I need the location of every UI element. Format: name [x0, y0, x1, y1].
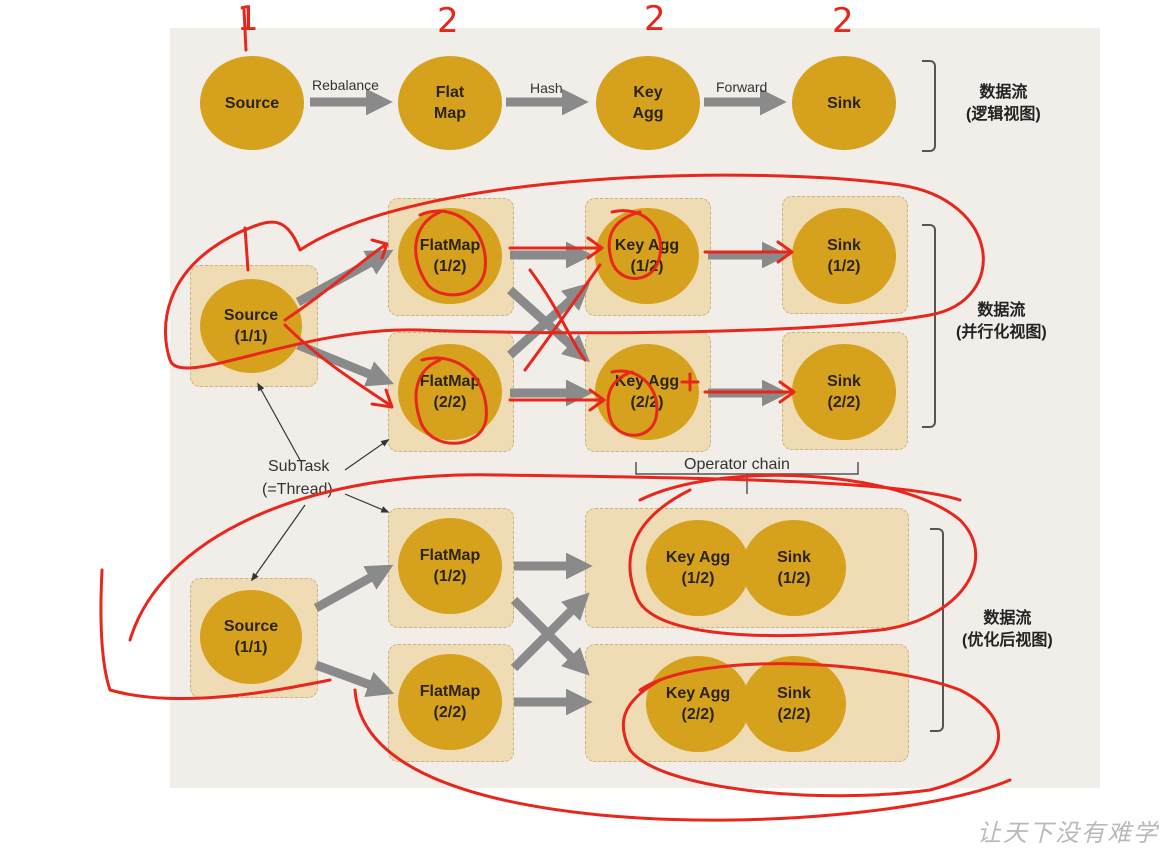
node-par-sink-2: Sink (2/2)	[792, 344, 896, 440]
node-keyagg: Key Agg	[596, 56, 700, 150]
ink-circle-fm2	[414, 356, 488, 445]
node-opt-sink-1: Sink (1/2)	[742, 520, 846, 616]
node-label: (2/2)	[777, 706, 811, 723]
watermark: 让天下没有难学	[977, 819, 1159, 847]
side-label-parallel: 数据流 (并行化视图)	[956, 300, 1047, 344]
edge-label-hash: Hash	[530, 80, 563, 96]
ink-arrow-ka2-sink2	[703, 380, 796, 404]
node-label: FlatMap	[419, 373, 481, 390]
node-label: (1/2)	[681, 570, 715, 587]
ink-loop-bottom	[353, 688, 1012, 822]
node-label: Map	[434, 105, 466, 122]
node-label: FlatMap	[419, 683, 481, 700]
node-label: FlatMap	[419, 237, 481, 254]
parallelism-source: 1	[237, 0, 259, 39]
node-label: (1/1)	[234, 639, 268, 656]
arrow-opt-src-fm2	[314, 660, 395, 698]
node-label: Sink	[827, 94, 861, 112]
pointer-to-opt-flatmap	[344, 493, 390, 513]
node-opt-flatmap-2: FlatMap (2/2)	[398, 654, 502, 750]
node-opt-keyagg-2: Key Agg (2/2)	[646, 656, 750, 752]
node-opt-sink-2: Sink (2/2)	[742, 656, 846, 752]
ink-arrow-src-fm2	[283, 323, 394, 409]
subtask-label: SubTask	[268, 458, 330, 475]
ink-circle-ka1	[607, 209, 663, 280]
node-label: (2/2)	[681, 706, 715, 723]
parallelism-flatmap: 2	[437, 1, 459, 41]
brace-optimized	[930, 528, 944, 732]
parallelism-sink: 2	[832, 1, 854, 41]
ink-circle-ka2	[606, 369, 659, 437]
node-label: (1/2)	[777, 570, 811, 587]
side-title: 数据流	[977, 302, 1026, 319]
node-label: Sink	[827, 373, 861, 390]
node-par-keyagg-1: Key Agg (1/2)	[595, 208, 699, 304]
node-label: Key Agg	[665, 685, 731, 702]
brace-logical	[922, 60, 936, 152]
side-label-logical: 数据流 (逻辑视图)	[966, 82, 1041, 126]
side-subtitle: (并行化视图)	[956, 324, 1047, 341]
node-source: Source	[200, 56, 304, 150]
ink-cross-fm2-ka1	[523, 263, 602, 372]
node-label: Key Agg	[665, 549, 731, 566]
ink-arrow-src-fm1	[283, 238, 389, 322]
node-label: Sink	[777, 549, 811, 566]
node-label: Key	[633, 84, 663, 101]
node-label: FlatMap	[419, 547, 481, 564]
side-subtitle: (逻辑视图)	[966, 106, 1041, 123]
side-label-optimized: 数据流 (优化后视图)	[962, 608, 1053, 652]
side-title: 数据流	[983, 610, 1032, 627]
ink-loop-parallel-top	[164, 173, 985, 370]
node-label: Sink	[827, 237, 861, 254]
node-opt-source: Source (1/1)	[200, 590, 302, 684]
arrow-fm2-ka1	[506, 282, 591, 359]
arrow-opt-fm2-chain1	[510, 592, 590, 672]
ink-arrow-fm1-ka1	[508, 236, 604, 260]
node-flatmap: Flat Map	[398, 56, 502, 150]
node-label: Source	[223, 307, 279, 324]
node-label: Agg	[632, 105, 664, 122]
ink-circle-fm1	[414, 209, 487, 297]
ink-arrow-ka1-sink1	[703, 240, 794, 264]
node-label: (2/2)	[433, 394, 467, 411]
node-label: Source	[223, 618, 279, 635]
node-label: Key Agg	[614, 237, 680, 254]
node-opt-flatmap-1: FlatMap (1/2)	[398, 518, 502, 614]
ink-loop-optimized-top	[128, 473, 962, 642]
node-label: (2/2)	[433, 704, 467, 721]
edge-label-forward: Forward	[716, 79, 768, 95]
node-label: (1/2)	[433, 568, 467, 585]
node-opt-keyagg-1: Key Agg (1/2)	[646, 520, 750, 616]
ink-loop-chain1	[628, 473, 978, 638]
node-par-sink-1: Sink (1/2)	[792, 208, 896, 304]
brace-parallel	[922, 224, 936, 428]
parallelism-keyagg: 2	[644, 0, 666, 39]
node-label: Flat	[435, 84, 465, 101]
side-title: 数据流	[979, 84, 1028, 101]
node-label: (1/2)	[827, 258, 861, 275]
pointer-to-flatmap	[344, 439, 390, 471]
ink-mark-left	[99, 568, 332, 701]
edge-label-rebalance: Rebalance	[312, 77, 379, 93]
node-sink: Sink	[792, 56, 896, 150]
node-label: (1/1)	[234, 328, 268, 345]
node-label: Source	[224, 94, 280, 112]
ink-cross-fm1-ka2	[528, 268, 587, 362]
operator-chain-label: Operator chain	[684, 456, 790, 473]
ink-plus	[680, 372, 700, 392]
node-label: Sink	[777, 685, 811, 702]
ink-loop-chain2	[621, 662, 1000, 798]
ink-mark-source	[243, 226, 250, 272]
side-subtitle: (优化后视图)	[962, 632, 1053, 649]
node-label: (1/2)	[630, 258, 664, 275]
node-par-source: Source (1/1)	[200, 279, 302, 373]
node-label: (1/2)	[433, 258, 467, 275]
node-label: (2/2)	[827, 394, 861, 411]
pointer-to-source	[257, 382, 301, 461]
ink-arrow-fm2-ka2	[508, 388, 606, 412]
pointer-to-opt-source	[251, 504, 306, 582]
arrow-opt-src-fm1	[313, 564, 394, 612]
ink-mark-1	[242, 8, 248, 52]
